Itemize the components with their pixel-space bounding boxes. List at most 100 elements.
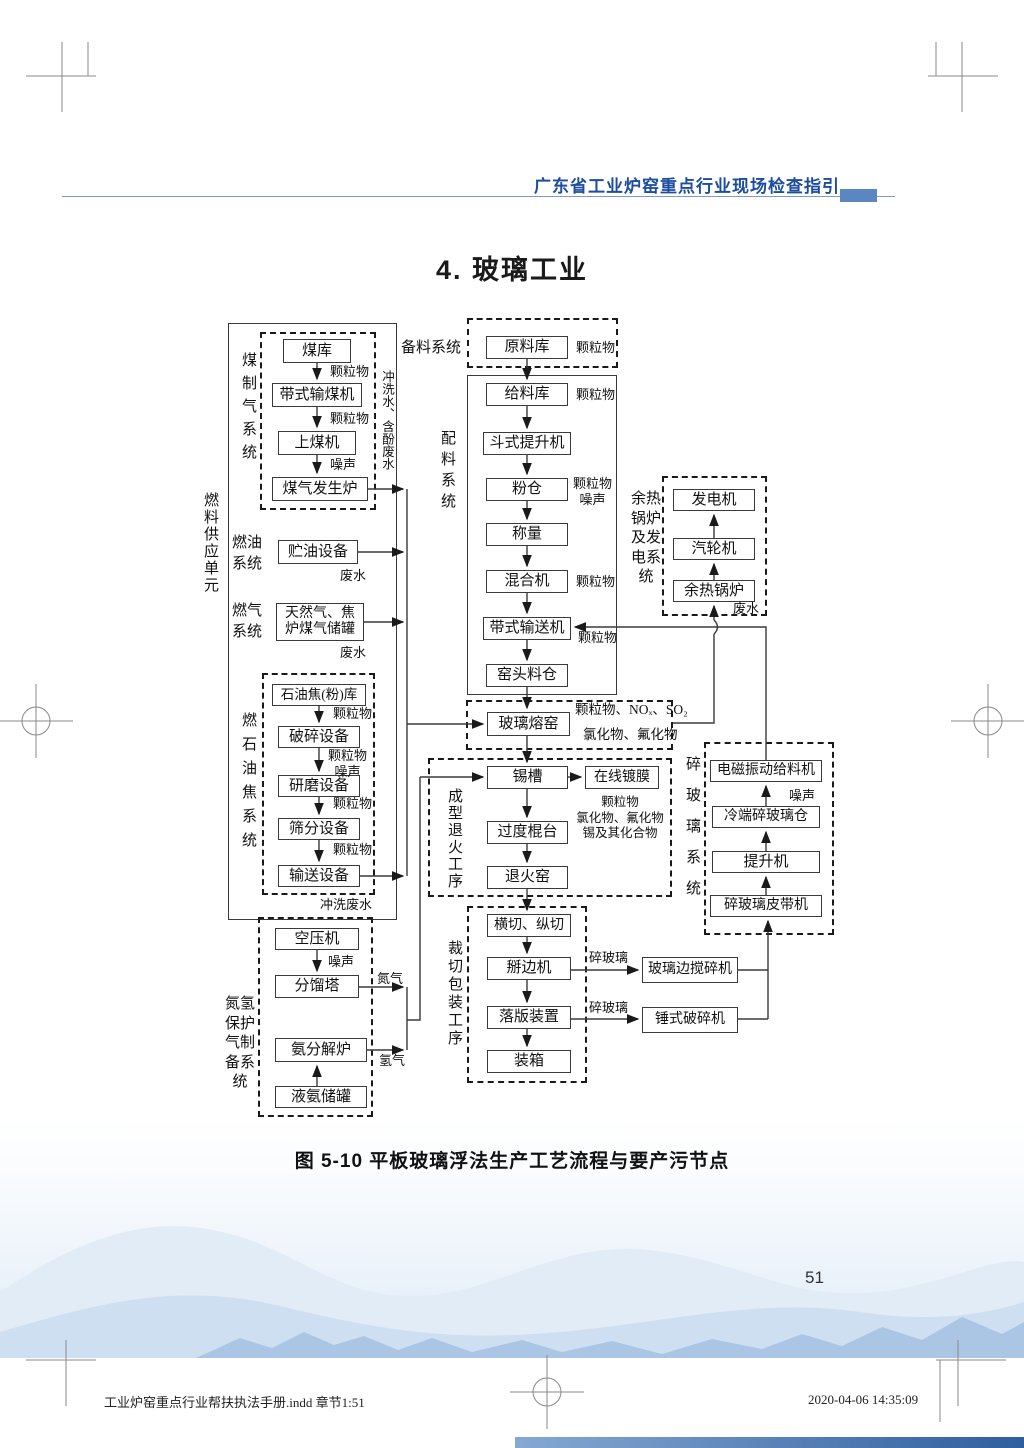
em-cullet-2: 碎玻璃: [589, 1000, 629, 1015]
node-edge-snapper: 掰边机: [487, 957, 571, 980]
bottom-accent-bar: [515, 1437, 1024, 1448]
node-weighing: 称量: [486, 523, 568, 546]
node-petcoke-store: 石油焦(粉)库: [272, 684, 366, 706]
node-bucket-elevator: 斗式提升机: [483, 432, 571, 455]
node-sieving: 筛分设备: [278, 818, 360, 840]
node-fractionating-tower: 分馏塔: [275, 975, 359, 998]
mountain-near-ridge: [196, 1317, 1024, 1358]
label-batching-system: 配料系统: [439, 430, 455, 514]
label-material-prep-system: 备料系统: [400, 340, 461, 356]
label-cutting-packing-process: 裁切包装工序: [446, 940, 462, 1048]
em-flush-wastewater: 冲洗废水: [320, 897, 373, 912]
node-air-compressor: 空压机: [275, 928, 359, 950]
node-crusher: 破碎设备: [278, 726, 360, 748]
em-wastewater-2: 废水: [340, 645, 367, 660]
node-cross-cut: 横切、纵切: [487, 914, 571, 937]
em-particulate-noise-2: 颗粒物 噪声: [573, 476, 613, 508]
em-particulate-noise-1: 颗粒物 噪声: [328, 748, 368, 780]
em-noise-1: 噪声: [330, 457, 357, 472]
em-melter-gas1: 颗粒物、NOₓ、SO₂: [575, 702, 688, 717]
page-header-title: 广东省工业炉窑重点行业现场检查指引: [534, 177, 840, 196]
em-melter-gas2: 氯化物、氟化物: [583, 727, 678, 742]
header-rule: [62, 196, 895, 197]
node-online-coating: 在线镀膜: [585, 766, 659, 789]
em-hydrogen: 氢气: [379, 1053, 406, 1068]
node-glass-melter: 玻璃熔窑: [487, 712, 570, 736]
footer-filename: 工业炉窑重点行业帮扶执法手册.indd 章节1:51: [104, 1395, 365, 1410]
node-powder-silo: 粉仓: [486, 478, 568, 501]
figure-caption: 图 5-10 平板玻璃浮法生产工艺流程与要产污节点: [294, 1151, 730, 1172]
label-forming-annealing-process: 成型退火工序: [446, 788, 462, 890]
em-noise-3: 噪声: [789, 788, 816, 803]
label-waste-heat-power-system: 余热 锅炉 及发 电系 统: [630, 491, 661, 585]
node-oil-storage: 贮油设备: [278, 540, 358, 564]
node-transfer: 输送设备: [278, 865, 360, 887]
em-particulate-3: 颗粒物: [333, 706, 373, 721]
label-petro-coke-system: 燃石油焦系统: [240, 712, 256, 856]
node-coal-store: 煤库: [283, 339, 351, 363]
node-ammonia-tank: 液氨储罐: [275, 1086, 367, 1108]
section-title: 4. 玻璃工业: [435, 255, 589, 285]
coal-gas-system-frame: [260, 332, 376, 510]
node-coal-feeder: 上煤机: [278, 431, 356, 455]
node-mixer: 混合机: [486, 570, 568, 593]
em-flush-phenol-wastewater: 冲洗水、含酚废水: [380, 370, 394, 470]
node-tin-bath: 锡槽: [487, 766, 568, 789]
em-particulate-9: 颗粒物: [578, 630, 618, 645]
label-fuel-supply-unit: 燃料供应单元: [202, 492, 218, 594]
node-generator: 发电机: [673, 489, 755, 511]
petro-coke-system-frame: [262, 673, 375, 895]
label-nh-protect-system: 氮氢 保护 气制 备系 统: [224, 996, 255, 1090]
node-belt-conveyor: 带式输送机: [483, 617, 571, 640]
em-particulate-1: 颗粒物: [330, 364, 370, 379]
node-cold-cullet-silo: 冷端碎玻璃仓: [712, 806, 820, 828]
node-plate-drop: 落版装置: [487, 1006, 571, 1029]
page-number: 51: [805, 1268, 824, 1287]
node-elevator: 提升机: [712, 851, 820, 873]
node-coal-belt: 带式输煤机: [272, 383, 362, 407]
header-accent-bar: [840, 189, 877, 202]
node-hammer-crusher: 锤式破碎机: [642, 1007, 738, 1033]
node-feeding-store: 给料库: [486, 383, 568, 406]
node-transition-rollers: 过度棍台: [487, 821, 568, 844]
node-edge-crusher: 玻璃边搅碎机: [642, 957, 738, 983]
em-particulate-8: 颗粒物: [576, 574, 616, 589]
node-gas-tanks: 天然气、焦炉煤气储罐: [276, 603, 364, 641]
nh-protect-system-frame: [258, 917, 373, 1117]
em-wastewater-1: 废水: [340, 568, 367, 583]
em-nitrogen: 氮气: [377, 971, 404, 986]
label-fuel-oil-system: 燃油 系统: [231, 535, 262, 572]
em-noise-2: 噪声: [328, 954, 355, 969]
glass-melter-frame: [466, 700, 673, 750]
node-vibrating-feeder: 电磁振动给料机: [710, 760, 822, 782]
node-grinder: 研磨设备: [278, 775, 360, 797]
node-annealing-lehr: 退火窑: [487, 866, 568, 889]
label-coal-gas-system: 煤制气系统: [240, 352, 256, 467]
material-prep-frame: [467, 318, 618, 368]
node-boxing: 装箱: [487, 1050, 571, 1073]
em-particulate-4: 颗粒物: [333, 796, 373, 811]
label-fuel-gas-system: 燃气 系统: [231, 603, 262, 640]
node-kiln-head-silo: 窑头料仓: [486, 664, 568, 687]
batching-system-frame: [467, 375, 617, 695]
forming-annealing-frame: [428, 758, 672, 897]
cullet-system-frame: [704, 742, 834, 935]
em-particulate-2: 颗粒物: [330, 411, 370, 426]
em-wastewater-3: 废水: [733, 601, 760, 616]
footer-timestamp: 2020-04-06 14:35:09: [808, 1392, 919, 1407]
crop-marks: [0, 42, 1024, 1429]
node-ammonia-cracker: 氨分解炉: [275, 1038, 367, 1062]
node-raw-material-store: 原料库: [486, 336, 568, 359]
mountain-mid: [0, 1295, 1024, 1358]
node-waste-heat-boiler: 余热锅炉: [673, 580, 755, 602]
node-steam-turbine: 汽轮机: [673, 538, 755, 560]
em-particulate-5: 颗粒物: [333, 842, 373, 857]
em-particulate-6: 颗粒物: [576, 340, 616, 355]
node-cullet-belt: 碎玻璃皮带机: [710, 895, 822, 917]
em-coating-gas: 颗粒物 氯化物、氟化物 锡及其化合物: [576, 795, 664, 841]
em-cullet-1: 碎玻璃: [589, 950, 629, 965]
em-particulate-7: 颗粒物: [576, 387, 616, 402]
